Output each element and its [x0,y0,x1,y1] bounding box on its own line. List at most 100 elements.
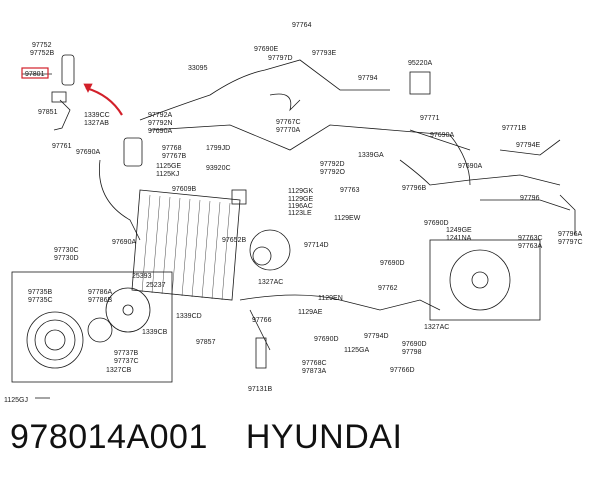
part-callout-label: 97690D [314,336,339,343]
part-callout-label: 97771 [420,115,440,122]
part-callout-label: 1327AB [84,120,109,127]
part-callout-label: 97690D [424,220,449,227]
brand-name: HYUNDAI [245,418,403,456]
drier-icon [123,137,143,167]
part-callout-label: 97786B [88,297,112,304]
part-callout-label: 97690E [254,46,278,53]
part-callout-label: 1241NA [446,235,472,242]
part-callout-label: 1339CB [142,329,168,336]
part-callout-label: 97796A [558,231,582,238]
part-callout-label: 97768C [302,360,327,367]
part-callout-label: 97786A [88,289,112,296]
part-callout-label: 97609B [172,186,196,193]
fan-inset-box [11,271,173,383]
part-callout-label: 97792N [148,120,173,127]
part-callout-label: 95220A [408,60,432,67]
part-callout-label: 97752B [30,50,54,57]
part-callout-label: 1129AE [298,309,323,316]
part-callout-label: 97761 [52,143,72,150]
condenser-icon [131,189,241,301]
fan-shroud-icon [429,239,541,321]
part-callout-label: 97690D [380,260,405,267]
part-callout-label: 97768 [162,145,182,152]
part-callout-label: 97730D [54,255,79,262]
part-callout-label: 97796 [520,195,540,202]
fan-guard-icon [26,311,84,369]
part-callout-label: 97797C [558,239,583,246]
part-callout-label: 1129GE [288,196,313,203]
part-callout-label: 1799JD [206,145,230,152]
part-callout-label: 97767C [276,119,301,126]
part-callout-label: 1129EN [318,295,343,302]
part-callout-label: 97764 [292,22,312,29]
part-callout-label: 97792A [148,112,172,119]
part-callout-label: 97766D [390,367,415,374]
part-callout-label: 97690A [76,149,100,156]
fan-blade-icon [105,287,151,333]
part-callout-label: 1125GJ [4,397,28,404]
part-callout-label: 97735B [28,289,52,296]
part-callout-label: 1125GE [156,163,181,170]
part-callout-label: 1125GA [344,347,369,354]
part-callout-label: 97796B [402,185,426,192]
part-callout-label: 97690A [148,128,172,135]
part-callout-label: 97873A [302,368,326,375]
part-callout-label: 97770A [276,127,300,134]
highlight-label: 97801 [25,71,45,78]
part-callout-label: 25237 [146,282,166,289]
part-callout-label: 1249GE [446,227,472,234]
part-callout-label: 33095 [188,65,208,72]
part-callout-label: 1196AC [288,203,313,210]
part-callout-label: 97793E [312,50,336,57]
part-callout-label: 97131B [248,386,272,393]
highlight-arrow-icon [85,86,123,116]
caption: 978014A001 HYUNDAI [10,418,402,478]
part-callout-label: 1339CC [84,112,110,119]
highlight-box [21,67,49,79]
part-callout-label: 97690A [430,132,454,139]
part-callout-label: 97735C [28,297,53,304]
pipe-icon [255,337,267,369]
part-callout-label: 97794D [364,333,389,340]
part-callout-label: 93920C [206,165,231,172]
part-callout-label: 97792D [320,161,345,168]
part-callout-label: 1327AC [424,324,449,331]
part-callout-label: 97798 [402,349,422,356]
part-callout-label: 25393 [132,273,152,280]
part-callout-label: 97737B [114,350,138,357]
diagram-drawing: 97801 9775297752B978519776197690A1339CC1… [4,22,583,404]
sensor-icon [409,71,431,95]
part-callout-label: 1125KJ [156,171,179,178]
part-callout-label: 1339GA [358,152,384,159]
part-callout-label: 97763C [518,235,543,242]
part-callout-label: 97771B [502,125,526,132]
part-callout-label: 97730C [54,247,79,254]
part-callout-label: 97714D [304,242,329,249]
bracket-icon [51,91,67,103]
part-callout-label: 97851 [38,109,58,116]
part-callout-label: 97737C [114,358,139,365]
fan-motor-icon [87,317,113,343]
part-callout-label: 97690A [458,163,482,170]
part-callout-label: 1123LE [288,210,312,217]
part-callout-label: 97762 [378,285,398,292]
part-number: 978014A001 [10,418,208,456]
part-callout-label: 97794E [516,142,540,149]
part-callout-label: 97752 [32,42,52,49]
part-callout-label: 1129GK [288,188,313,195]
part-callout-label: 1327AC [258,279,283,286]
part-callout-label: 1339CD [176,313,202,320]
part-callout-label: 97690A [112,239,136,246]
part-callout-label: 97652B [222,237,246,244]
part-callout-label: 97767B [162,153,186,160]
part-callout-label: 97766 [252,317,272,324]
part-callout-label: 1327CB [106,367,132,374]
part-callout-label: 1129EW [334,215,361,222]
compressor-icon [249,229,291,271]
part-callout-label: 97792O [320,169,345,176]
receiver-drier-icon [61,54,75,86]
part-callout-label: 97794 [358,75,378,82]
part-callout-label: 97797D [268,55,293,62]
part-callout-label: 97763 [340,187,360,194]
